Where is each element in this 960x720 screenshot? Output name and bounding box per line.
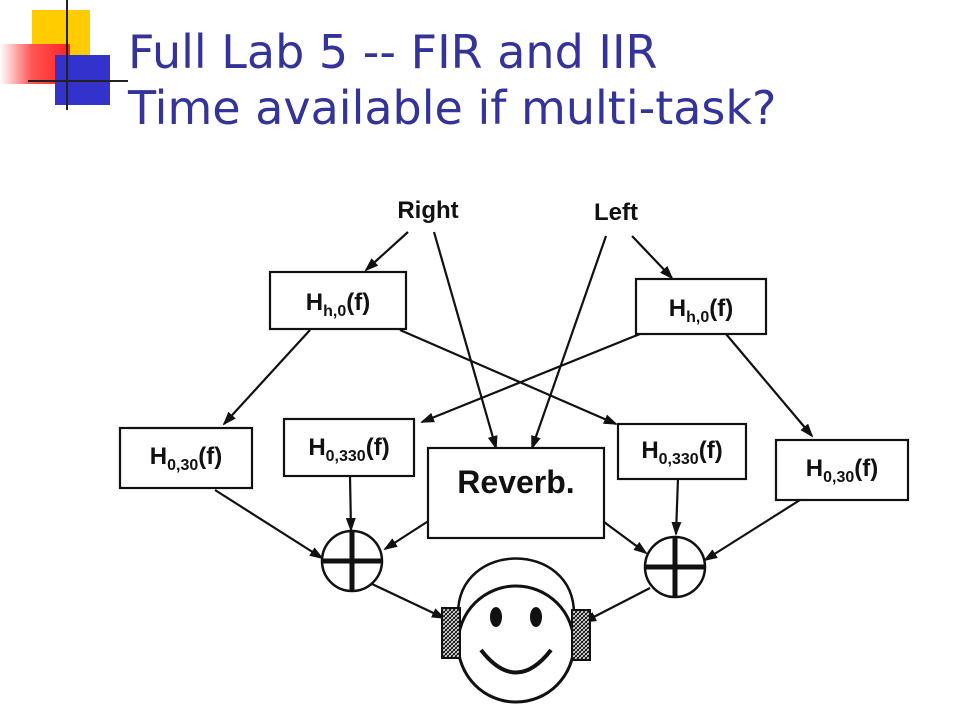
- filter-box-h0330-left: H0,330(f): [282, 417, 416, 478]
- svg-text:Hh,0(f): Hh,0(f): [669, 295, 733, 326]
- arrow-h030-to-left-sum: [214, 489, 324, 560]
- svg-text:Hh,0(f): Hh,0(f): [306, 289, 370, 320]
- svg-text:H0,30(f): H0,30(f): [806, 455, 878, 486]
- arrow-left-sum-to-ear: [371, 583, 446, 619]
- arrow-left-hh0-to-right-h0330: [399, 328, 618, 426]
- slide-logo: [0, 0, 130, 115]
- summing-junction-left: [320, 529, 384, 593]
- filter-box-hh0-left: Hh,0(f): [268, 270, 408, 331]
- filter-box-h030-left: H0,30(f): [118, 426, 254, 490]
- arrow-right-h0330-to-right-sum: [671, 477, 682, 536]
- logo-vertical-line: [66, 0, 68, 110]
- svg-text:H0,330(f): H0,330(f): [308, 434, 389, 465]
- arrow-reverb-to-left-sum: [383, 519, 431, 551]
- arrow-right-sum-to-ear: [582, 587, 651, 623]
- arrow-right-to-reverb: [432, 231, 498, 450]
- arrow-right-hh0-to-h030: [725, 333, 814, 438]
- filter-box-hh0-right: Hh,0(f): [634, 277, 768, 336]
- arrow-left-hh0-to-h030: [222, 329, 311, 426]
- filter-box-h0330-right: H0,330(f): [616, 422, 748, 481]
- svg-text:H0,30(f): H0,30(f): [150, 443, 222, 474]
- slide-title: Full Lab 5 -- FIR and IIR Time available…: [128, 24, 776, 136]
- title-line-2: Time available if multi-task?: [128, 81, 777, 135]
- listener-with-headphones-icon: [441, 557, 591, 704]
- arrow-right-to-left-hh0: [364, 231, 409, 272]
- arrow-reverb-to-right-sum: [603, 521, 648, 555]
- arrow-h0330-to-left-sum: [345, 475, 356, 532]
- arrow-left-to-reverb: [530, 235, 608, 450]
- input-label-right: Right: [397, 197, 458, 224]
- filter-box-h030-right: H0,30(f): [774, 438, 910, 502]
- svg-text:Reverb.: Reverb.: [457, 464, 574, 500]
- arrow-left-to-right-hh0: [631, 235, 674, 280]
- arrow-right-hh0-to-left-h0330: [420, 332, 641, 424]
- svg-text:H0,330(f): H0,330(f): [641, 437, 722, 468]
- arrow-h030-to-right-sum: [703, 499, 801, 562]
- logo-horizontal-line: [28, 80, 128, 82]
- input-label-left: Left: [594, 199, 638, 226]
- title-line-1: Full Lab 5 -- FIR and IIR: [128, 25, 658, 79]
- summing-junction-right: [643, 535, 707, 599]
- reverb-box: Reverb.: [426, 446, 606, 540]
